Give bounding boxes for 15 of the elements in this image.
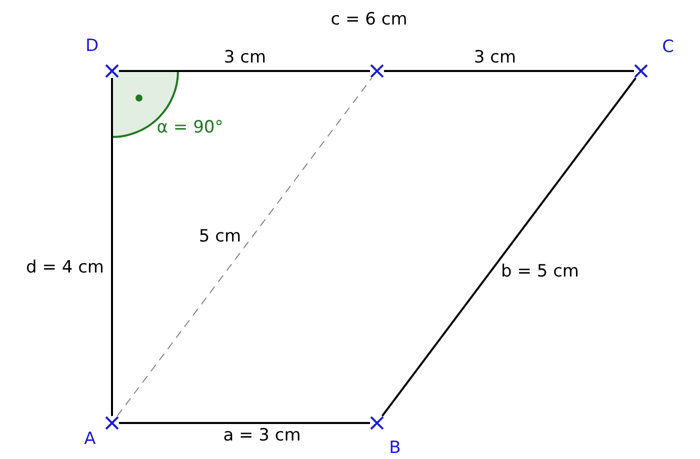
vertex-label: B xyxy=(388,438,402,458)
side-line xyxy=(119,422,370,424)
measure-label: c = 6 cm xyxy=(330,12,408,28)
vertex-label: C xyxy=(661,37,675,57)
vertex-label: A xyxy=(83,429,97,449)
side-line xyxy=(119,70,370,72)
vertex-label: D xyxy=(84,36,100,56)
side-line xyxy=(111,78,113,416)
side-line xyxy=(384,70,634,72)
dashed-line xyxy=(116,78,372,416)
vertex xyxy=(634,37,676,78)
angle-label: α = 90° xyxy=(156,120,224,136)
side-line xyxy=(381,77,637,417)
point-marker xyxy=(370,64,384,78)
vertex xyxy=(84,36,119,78)
